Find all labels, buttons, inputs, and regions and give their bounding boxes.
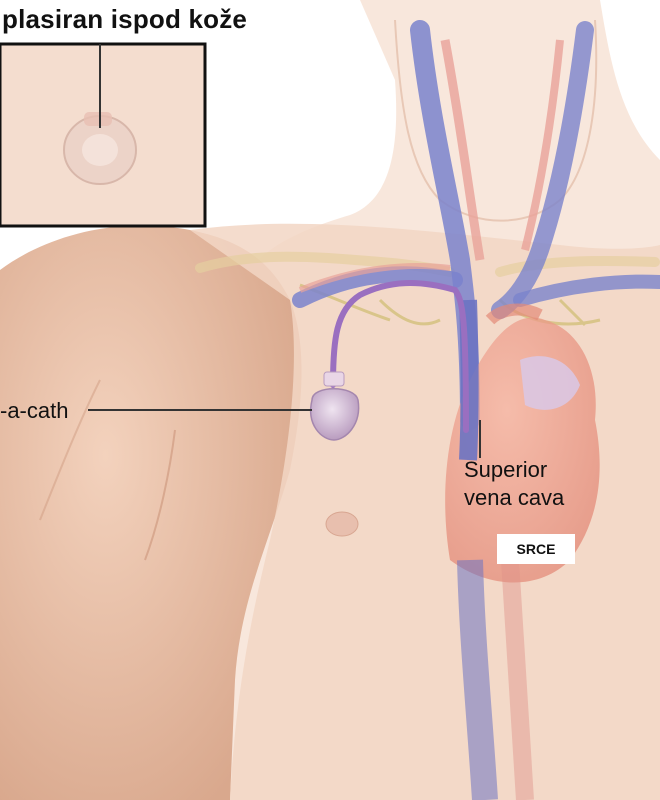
vena-cava-label-line2: vena cava bbox=[464, 484, 564, 512]
inset-title: plasiran ispod kože bbox=[2, 4, 247, 35]
port-label: -a-cath bbox=[0, 398, 68, 424]
nipple bbox=[326, 512, 358, 536]
vena-cava-label: Superior vena cava bbox=[464, 456, 564, 512]
inset-panel bbox=[0, 44, 205, 226]
vena-cava-label-line1: Superior bbox=[464, 456, 564, 484]
heart-label: SRCE bbox=[497, 534, 575, 564]
